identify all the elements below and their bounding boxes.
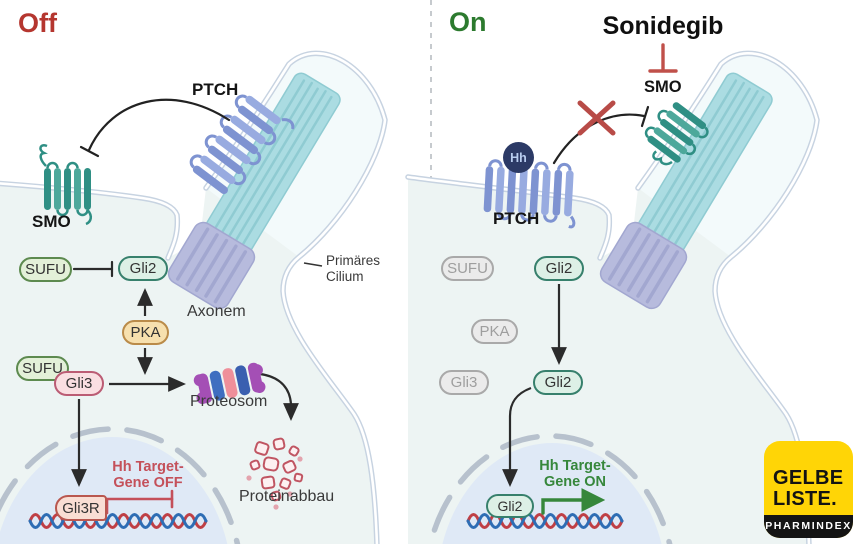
cell-membrane-left xyxy=(0,50,388,544)
smo-nterm-squiggle-right xyxy=(652,150,673,166)
axoneme-right xyxy=(599,72,773,310)
smo-label-left: SMO xyxy=(32,212,71,231)
hh-ligand-badge: Hh xyxy=(503,142,534,173)
smo-nterm-squiggle xyxy=(39,144,48,167)
gli2-nucleus-pill: Gli2 xyxy=(486,494,534,518)
pka-pill-left: PKA xyxy=(122,320,169,345)
proteosom-to-abbau-arrow xyxy=(259,372,299,421)
pka-pill-right: PKA xyxy=(471,319,518,344)
proteinabbau-label: Proteinabbau xyxy=(239,488,335,505)
proteosom-shape xyxy=(193,362,266,405)
cilium-label-line2: Cilium xyxy=(326,269,364,284)
state-label-off: Off xyxy=(18,8,57,38)
axoneme-left xyxy=(167,72,341,310)
cilium-pointer-line xyxy=(303,262,323,267)
protein-fragments xyxy=(246,437,304,510)
state-label-on: On xyxy=(449,7,487,37)
gelbe-liste-logo: GELBE LISTE. PHARMINDEX xyxy=(764,441,853,538)
proteosom-label: Proteosom xyxy=(190,393,268,410)
cell-membrane-right xyxy=(405,50,820,544)
smo-receptor-right xyxy=(644,102,709,166)
sufu-pill-right: SUFU xyxy=(441,256,494,281)
target-on-line1: Hh Target- xyxy=(539,458,611,474)
gli2-mid-pill: Gli2 xyxy=(533,370,583,395)
cilium-label: Primäres Cilium xyxy=(326,253,380,285)
gli3r-pill: Gli3R xyxy=(55,495,107,521)
logo-text-gelbe: GELBE xyxy=(773,467,844,489)
logo-text-pharmindex: PHARMINDEX xyxy=(764,515,853,538)
target-gene-on-label: Hh Target- Gene ON xyxy=(517,458,633,490)
cilium-label-line1: Primäres xyxy=(326,253,381,268)
gli2-top-pill: Gli2 xyxy=(534,256,584,281)
sufu-pill-left: SUFU xyxy=(19,257,72,282)
promoter-off xyxy=(105,489,174,515)
sufu2-pill-left: SUFU xyxy=(16,356,69,381)
logo-text-liste: LISTE. xyxy=(773,488,838,510)
sonidegib-label: Sonidegib xyxy=(602,12,724,40)
gli2-pill-left: Gli2 xyxy=(118,256,168,281)
smo-label-right: SMO xyxy=(644,78,682,96)
ptch-label-right: PTCH xyxy=(493,209,540,228)
ptch-receptor-right xyxy=(483,159,576,229)
nucleus-right xyxy=(427,433,673,544)
gli3-pill-left: Gli3 xyxy=(54,371,104,396)
ptch-receptor-left xyxy=(189,94,295,195)
target-gene-off-label: Hh Target- Gene OFF xyxy=(90,459,206,491)
axonem-label: Axonem xyxy=(187,303,246,320)
ptch-label-left: PTCH xyxy=(192,80,239,99)
red-x-icon xyxy=(577,100,616,136)
ptch-smo-blocked-arrow xyxy=(552,105,650,165)
ptch-inhibits-smo-arrow-left xyxy=(79,98,231,158)
sonidegib-inhibits-smo xyxy=(648,43,678,73)
promoter-on xyxy=(541,488,606,515)
gli3-pill-right: Gli3 xyxy=(439,370,489,395)
target-off-line1: Hh Target- xyxy=(112,459,184,475)
gli2-to-nucleus-arrow xyxy=(502,386,532,487)
smo-receptor-left xyxy=(39,144,93,226)
target-on-line2: Gene ON xyxy=(543,474,607,490)
sufu-inhibits-gli2-left xyxy=(72,260,114,278)
target-off-line2: Gene OFF xyxy=(113,475,183,491)
